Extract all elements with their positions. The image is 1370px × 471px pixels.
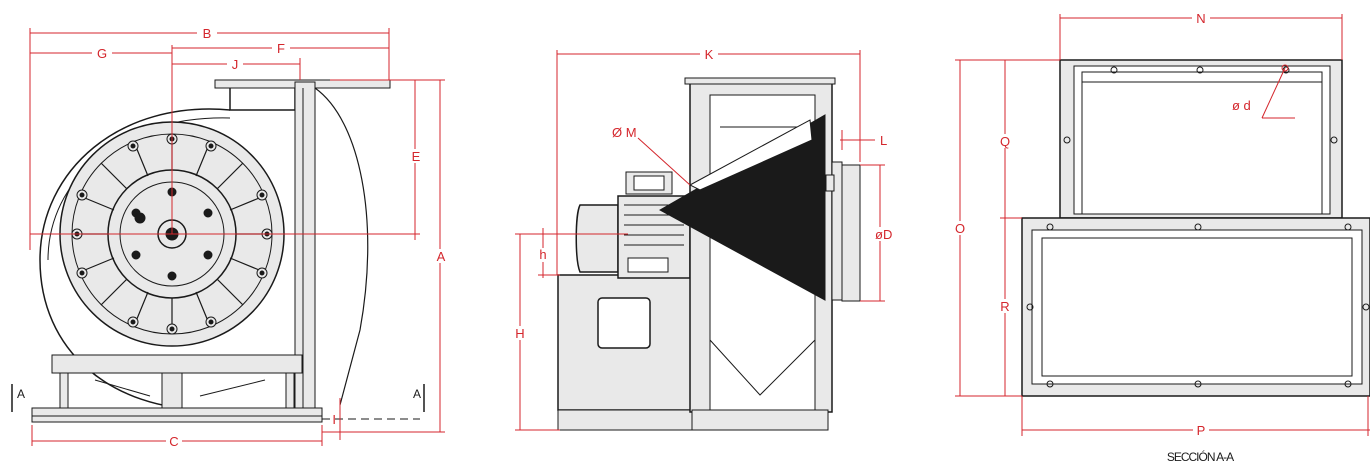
scroll-casing [39,108,300,411]
lower-duct [1021,217,1370,397]
side-view: K Ø M L øD H h [512,47,902,431]
housing-bolts [71,133,273,335]
dim-d: ø d [1232,98,1251,113]
side-dimensions: K Ø M L øD H h [512,47,902,431]
section-view: N ø d O Q R P [952,11,1370,464]
fan-casing [658,77,861,431]
dim-D: øD [875,227,892,242]
dim-B: B [203,26,212,41]
upper-duct [1059,59,1343,219]
dim-Q: Q [1000,134,1010,149]
dim-R: R [1000,299,1009,314]
base-frame [31,354,420,423]
dim-G: G [97,46,107,61]
dim-M: Ø M [612,125,637,140]
dim-P: P [1197,423,1206,438]
dim-L: L [880,133,887,148]
dim-H: H [515,326,524,341]
dim-I: I [332,412,336,427]
section-dimensions: N ø d O Q R P [952,11,1370,438]
motor [575,171,691,279]
dim-K: K [705,47,714,62]
section-marker-right: A [413,387,421,401]
dim-F: F [277,41,285,56]
front-dimensions: B G F J E A [11,26,449,449]
dim-J: J [232,57,239,72]
section-marker-left: A [17,387,25,401]
dim-E: E [412,149,421,164]
dim-h: h [539,247,546,262]
dim-N: N [1196,11,1205,26]
section-caption: SECCIÓN A-A [1167,449,1234,464]
dim-C: C [169,434,178,449]
front-view: B G F J E A [11,26,449,449]
dim-O: O [955,221,965,236]
dim-A: A [437,249,446,264]
hub-bolts [131,187,213,281]
